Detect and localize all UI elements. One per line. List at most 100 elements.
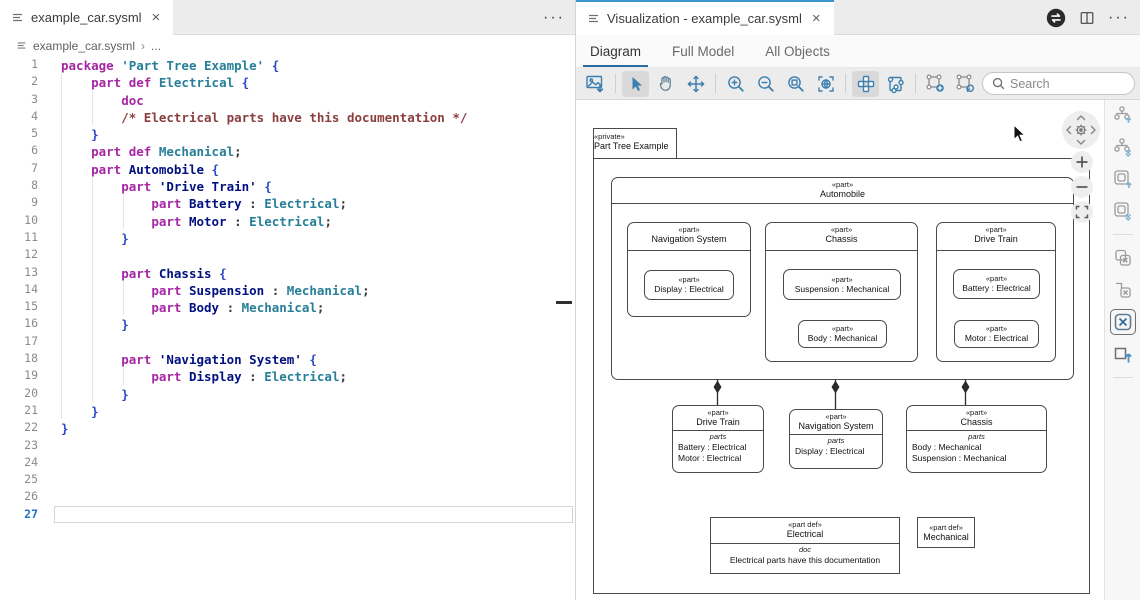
diagram-node-suspension[interactable]: «part» Suspension : Mechanical bbox=[783, 269, 901, 300]
code-line[interactable]: 27 bbox=[0, 506, 575, 523]
code-line[interactable]: 16 } bbox=[0, 315, 575, 332]
pan-tool-button[interactable] bbox=[652, 71, 679, 97]
code-line-text[interactable] bbox=[54, 246, 573, 263]
zoom-in-overlay-button[interactable] bbox=[1071, 151, 1093, 173]
container-collapse-button[interactable] bbox=[1110, 198, 1136, 224]
code-line[interactable]: 12 bbox=[0, 246, 575, 263]
code-line[interactable]: 15 part Body : Mechanical; bbox=[0, 298, 575, 315]
code-line-text[interactable] bbox=[54, 437, 573, 454]
remove-all-button[interactable] bbox=[1110, 309, 1136, 335]
usage-node-drive-train[interactable]: «part» Drive Train parts Battery : Elect… bbox=[672, 405, 764, 473]
tree-expand-up-button[interactable] bbox=[1110, 102, 1136, 128]
tab-diagram[interactable]: Diagram bbox=[590, 35, 641, 67]
zoom-in-button[interactable] bbox=[722, 71, 749, 97]
viz-tab-close-icon[interactable]: × bbox=[809, 10, 824, 27]
code-line[interactable]: 14 part Suspension : Mechanical; bbox=[0, 281, 575, 298]
editor-tab[interactable]: example_car.sysml × bbox=[0, 0, 173, 35]
export-image-button[interactable] bbox=[582, 71, 609, 97]
code-line-text[interactable] bbox=[54, 471, 573, 488]
code-line-text[interactable] bbox=[54, 488, 573, 505]
code-line[interactable]: 11 } bbox=[0, 229, 575, 246]
container-expand-button[interactable] bbox=[1110, 166, 1136, 192]
split-editor-icon[interactable] bbox=[1079, 10, 1095, 26]
code-line-text[interactable]: doc bbox=[54, 91, 573, 108]
code-line[interactable]: 10 part Motor : Electrical; bbox=[0, 212, 575, 229]
code-line-text[interactable]: part def Electrical { bbox=[54, 73, 573, 90]
code-line-text[interactable]: } bbox=[54, 315, 573, 332]
code-line[interactable]: 25 bbox=[0, 471, 575, 488]
diagram-node-motor[interactable]: «part» Motor : Electrical bbox=[954, 320, 1039, 348]
code-line[interactable]: 18 part 'Navigation System' { bbox=[0, 350, 575, 367]
diagram-node-battery[interactable]: «part» Battery : Electrical bbox=[953, 269, 1040, 299]
code-line-text[interactable]: part Suspension : Mechanical; bbox=[54, 281, 573, 298]
code-line-text[interactable]: } bbox=[54, 419, 573, 436]
code-line-text[interactable]: part 'Drive Train' { bbox=[54, 177, 573, 194]
def-node-electrical[interactable]: «part def» Electrical doc Electrical par… bbox=[710, 517, 900, 574]
code-line-text[interactable]: part Battery : Electrical; bbox=[54, 194, 573, 211]
code-line[interactable]: 13 part Chassis { bbox=[0, 264, 575, 281]
package-tab[interactable]: «private» Part Tree Example bbox=[593, 128, 677, 159]
code-line-text[interactable]: part def Mechanical; bbox=[54, 142, 573, 159]
code-line[interactable]: 1package 'Part Tree Example' { bbox=[0, 56, 575, 73]
code-line[interactable]: 23 bbox=[0, 437, 575, 454]
code-line-text[interactable]: part Automobile { bbox=[54, 160, 573, 177]
def-node-mechanical[interactable]: «part def» Mechanical bbox=[917, 517, 975, 548]
viz-tab[interactable]: Visualization - example_car.sysml × bbox=[576, 0, 834, 35]
diagram-canvas[interactable]: «private» Part Tree Example «part» Autom… bbox=[576, 100, 1104, 600]
breadcrumb-file[interactable]: example_car.sysml bbox=[33, 39, 135, 53]
code-line[interactable]: 3 doc bbox=[0, 91, 575, 108]
relayout-button[interactable] bbox=[952, 71, 979, 97]
code-line[interactable]: 17 bbox=[0, 333, 575, 350]
code-line[interactable]: 21 } bbox=[0, 402, 575, 419]
code-line-text[interactable]: part Chassis { bbox=[54, 264, 573, 281]
code-line-text[interactable]: part Body : Mechanical; bbox=[54, 298, 573, 315]
diagram-pan-pad[interactable] bbox=[1062, 111, 1100, 149]
code-line[interactable]: 6 part def Mechanical; bbox=[0, 142, 575, 159]
code-line-text[interactable]: part Display : Electrical; bbox=[54, 367, 573, 384]
zoom-out-overlay-button[interactable] bbox=[1071, 176, 1093, 198]
code-line[interactable]: 4 /* Electrical parts have this document… bbox=[0, 108, 575, 125]
code-line[interactable]: 2 part def Electrical { bbox=[0, 73, 575, 90]
extract-part-button[interactable] bbox=[1110, 341, 1136, 367]
remove-nested-button[interactable] bbox=[1110, 245, 1136, 271]
code-line-text[interactable]: /* Electrical parts have this documentat… bbox=[54, 108, 573, 125]
graph-layout-button[interactable] bbox=[882, 71, 909, 97]
usage-node-navigation-system[interactable]: «part» Navigation System parts Display :… bbox=[789, 409, 883, 469]
add-element-button[interactable] bbox=[922, 71, 949, 97]
tab-all-objects[interactable]: All Objects bbox=[765, 35, 830, 67]
code-line-text[interactable]: part Motor : Electrical; bbox=[54, 212, 573, 229]
code-line[interactable]: 5 } bbox=[0, 125, 575, 142]
fit-to-screen-button[interactable] bbox=[812, 71, 839, 97]
viz-more-actions-icon[interactable]: ··· bbox=[1108, 10, 1130, 26]
code-line-text[interactable]: } bbox=[54, 385, 573, 402]
diagram-node-body[interactable]: «part» Body : Mechanical bbox=[798, 320, 887, 348]
auto-layout-button[interactable] bbox=[852, 71, 879, 97]
zoom-out-button[interactable] bbox=[752, 71, 779, 97]
code-line[interactable]: 8 part 'Drive Train' { bbox=[0, 177, 575, 194]
search-box[interactable] bbox=[982, 72, 1135, 95]
select-tool-button[interactable] bbox=[622, 71, 649, 97]
tab-full-model[interactable]: Full Model bbox=[672, 35, 734, 67]
zoom-region-button[interactable] bbox=[782, 71, 809, 97]
code-line-text[interactable] bbox=[54, 454, 573, 471]
search-input[interactable] bbox=[1010, 77, 1125, 91]
code-line-text[interactable]: package 'Part Tree Example' { bbox=[54, 56, 573, 73]
editor-more-actions-icon[interactable]: ··· bbox=[543, 10, 565, 26]
usage-node-chassis[interactable]: «part» Chassis parts Body : Mechanical S… bbox=[906, 405, 1047, 473]
code-line-text[interactable]: part 'Navigation System' { bbox=[54, 350, 573, 367]
code-line[interactable]: 26 bbox=[0, 488, 575, 505]
viz-refresh-icon[interactable] bbox=[1046, 8, 1066, 28]
tree-collapse-button[interactable] bbox=[1110, 134, 1136, 160]
diagram-node-display[interactable]: «part» Display : Electrical bbox=[644, 270, 734, 300]
code-line[interactable]: 20 } bbox=[0, 385, 575, 402]
move-tool-button[interactable] bbox=[682, 71, 709, 97]
code-line[interactable]: 22} bbox=[0, 419, 575, 436]
code-editor[interactable]: 1package 'Part Tree Example' {2 part def… bbox=[0, 56, 575, 600]
code-line-text[interactable] bbox=[54, 333, 573, 350]
breadcrumb[interactable]: example_car.sysml › ... bbox=[0, 35, 575, 56]
remove-connected-button[interactable] bbox=[1110, 277, 1136, 303]
code-line-text[interactable]: } bbox=[54, 402, 573, 419]
code-line[interactable]: 24 bbox=[0, 454, 575, 471]
code-line-text[interactable]: } bbox=[54, 229, 573, 246]
code-line[interactable]: 19 part Display : Electrical; bbox=[0, 367, 575, 384]
